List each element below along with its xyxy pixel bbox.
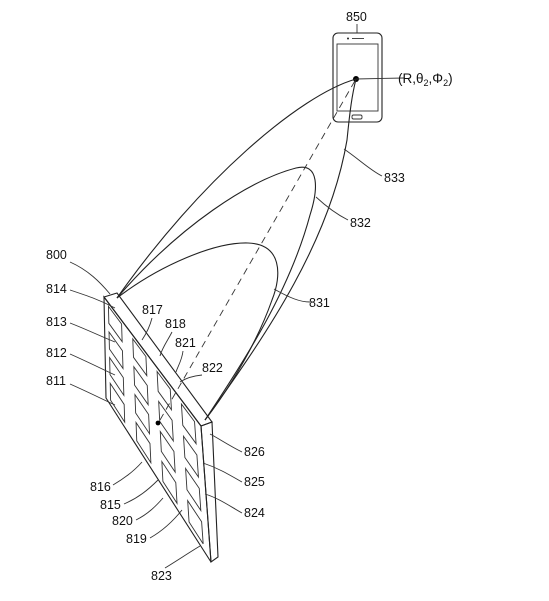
antenna-element xyxy=(132,337,148,378)
label-812: 812 xyxy=(46,346,67,360)
label-823: 823 xyxy=(151,569,172,583)
antenna-element xyxy=(182,434,200,479)
array-feed-point xyxy=(155,420,161,426)
antenna-element xyxy=(156,370,172,412)
label-822: 822 xyxy=(202,361,223,375)
antenna-element xyxy=(187,499,204,545)
label-817: 817 xyxy=(142,303,163,317)
beam-833 xyxy=(116,78,357,421)
label-813: 813 xyxy=(46,315,67,329)
coordinate-label: (R,θ2,Φ2) xyxy=(398,71,453,88)
label-826: 826 xyxy=(244,445,265,459)
beam-lobes xyxy=(116,78,357,421)
antenna-element xyxy=(134,393,151,436)
antenna-element xyxy=(109,356,125,397)
label-820: 820 xyxy=(112,514,133,528)
label-815: 815 xyxy=(100,498,121,512)
mobile-phone xyxy=(332,32,405,123)
antenna-element xyxy=(133,365,149,407)
antenna-element xyxy=(185,466,202,513)
beam-832-label: 832 xyxy=(350,216,371,230)
antenna-element xyxy=(135,420,152,465)
antenna-element xyxy=(180,402,197,446)
label-814: 814 xyxy=(46,282,67,296)
antenna-element xyxy=(159,429,176,474)
antenna-array-panel xyxy=(103,292,219,564)
label-824: 824 xyxy=(244,506,265,520)
label-825: 825 xyxy=(244,475,265,489)
label-818: 818 xyxy=(165,317,186,331)
antenna-element-grid xyxy=(107,304,204,545)
beam-831-label: 831 xyxy=(309,296,330,310)
antenna-element xyxy=(109,381,126,424)
antenna-element xyxy=(158,400,174,443)
array-ref-label: 800 xyxy=(46,248,67,262)
label-811: 811 xyxy=(46,374,66,388)
antenna-element xyxy=(108,330,124,371)
antenna-element xyxy=(161,459,178,505)
antenna-element xyxy=(107,304,123,344)
label-816: 816 xyxy=(90,480,111,494)
beam-axis xyxy=(159,78,357,421)
label-819: 819 xyxy=(126,532,147,546)
phone-ref-label: 850 xyxy=(346,10,367,24)
beam-831 xyxy=(116,242,279,421)
beam-832 xyxy=(116,166,316,421)
beam-833-label: 833 xyxy=(384,171,405,185)
label-821: 821 xyxy=(175,336,196,350)
